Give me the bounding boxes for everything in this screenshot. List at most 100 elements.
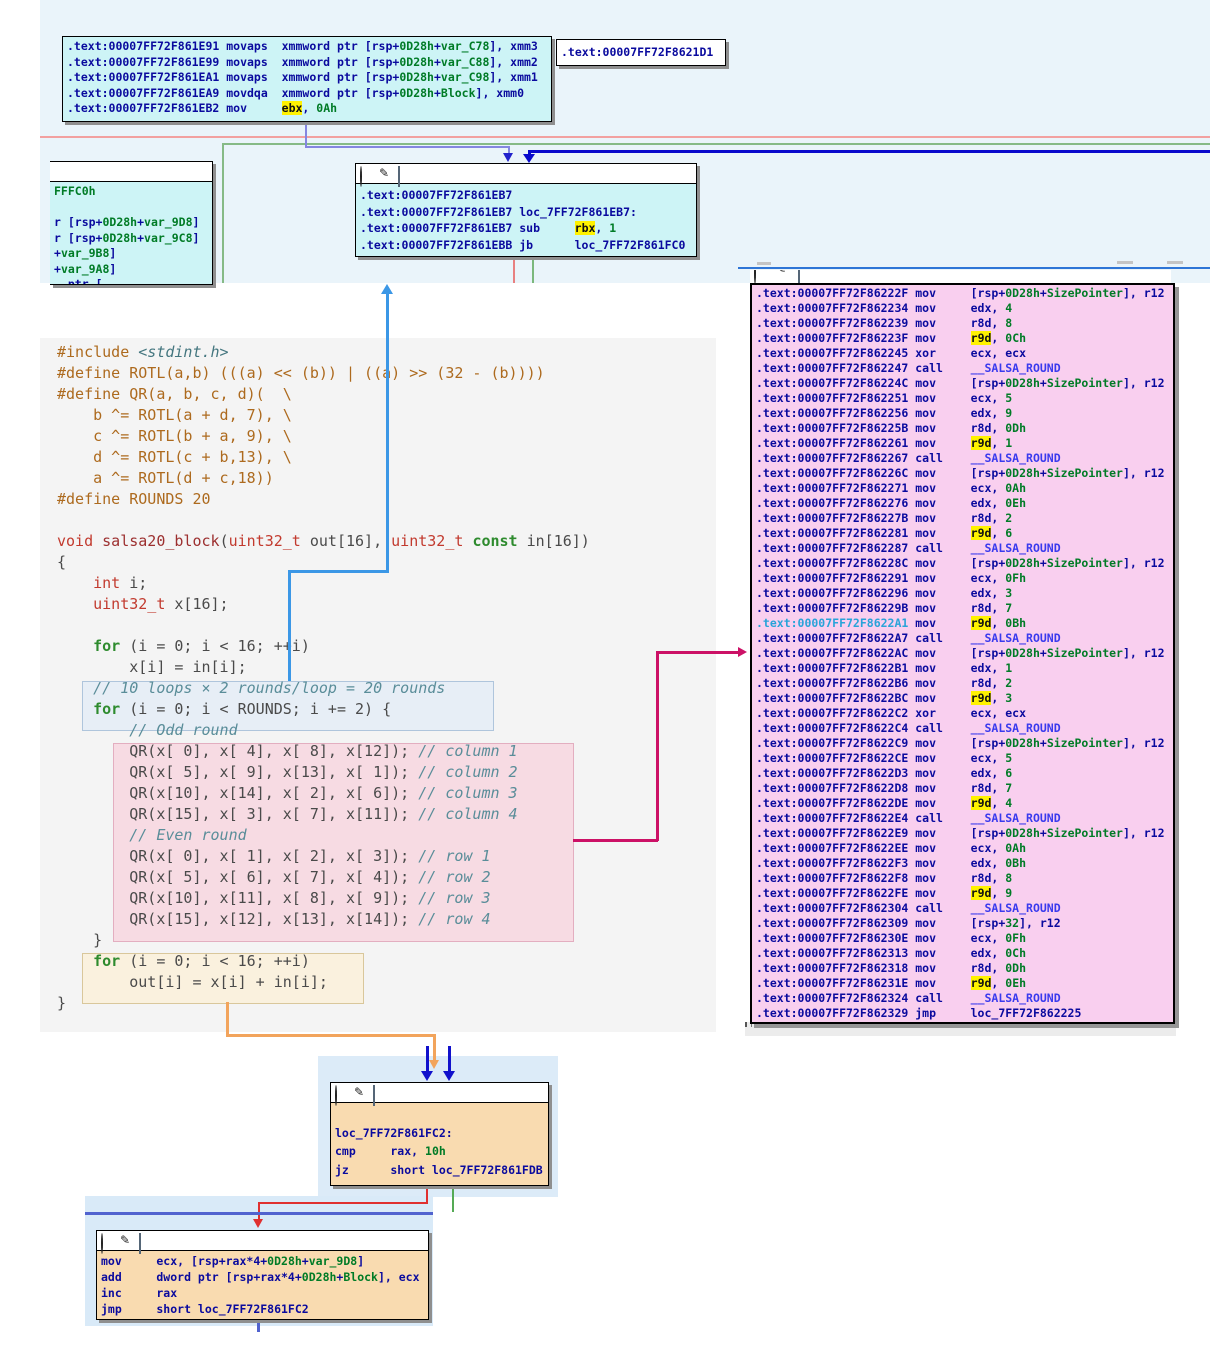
asm-line[interactable]: loc_7FF72F861FC2: — [335, 1125, 453, 1140]
asm-line[interactable]: .text:00007FF72F8622A7 call __SALSA_ROUN… — [756, 631, 1061, 645]
asm-line[interactable]: .text:00007FF72F861EB7 — [360, 188, 513, 202]
asm-line[interactable]: .text:00007FF72F8622B6 mov r8d, 2 — [756, 676, 1013, 690]
asm-line[interactable]: .text:00007FF72F8622FE mov r9d, 9 — [756, 886, 1013, 900]
asm-line[interactable]: .text:00007FF72F862281 mov r9d, 6 — [756, 526, 1013, 540]
asm-line[interactable]: .text:00007FF72F861EB7 loc_7FF72F861EB7: — [360, 204, 637, 219]
color-wheel-icon[interactable] — [360, 166, 374, 187]
asm-line[interactable]: .text:00007FF72F861E91 movaps xmmword pt… — [67, 39, 538, 53]
asm-line[interactable]: .text:00007FF72F8622F8 mov r8d, 8 — [756, 871, 1013, 885]
asm-line[interactable]: .text:00007FF72F8622C4 call __SALSA_ROUN… — [756, 721, 1061, 735]
asm-line[interactable]: .text:00007FF72F86223F mov r9d, 0Ch — [756, 331, 1027, 345]
asm-line[interactable]: .text:00007FF72F862239 mov r8d, 8 — [756, 316, 1013, 330]
asm-line[interactable]: r [rsp+0D28h+var_9D8] — [54, 215, 200, 229]
chart-view-icon[interactable] — [798, 270, 812, 283]
asm-line[interactable]: .text:00007FF72F862296 mov edx, 3 — [756, 586, 1013, 600]
asm-line[interactable]: .text:00007FF72F862261 mov r9d, 1 — [756, 436, 1013, 450]
asm-line[interactable]: inc rax — [101, 1286, 178, 1300]
color-wheel-icon[interactable] — [101, 1233, 115, 1254]
asm-line[interactable]: .text:00007FF72F86231E mov r9d, 0Eh — [756, 976, 1027, 990]
asm-line[interactable]: .text:00007FF72F862245 xor ecx, ecx — [756, 346, 1027, 360]
asm-line[interactable]: .text:00007FF72F8622EE mov ecx, 0Ah — [756, 841, 1027, 855]
node-loop-header[interactable]: ✎ .text:00007FF72F861EB7 .text:00007FF72F… — [355, 163, 697, 257]
asm-line[interactable]: .text:00007FF72F861EA9 movdqa xmmword pt… — [67, 85, 524, 100]
asm-line[interactable]: .text:00007FF72F862271 mov ecx, 0Ah — [756, 481, 1027, 495]
edge-top-green-vertical — [222, 143, 224, 283]
node-top-right-partial[interactable]: .text:00007FF72F8621D1 — [556, 39, 726, 66]
asm-line[interactable]: ptr [ — [54, 277, 103, 285]
asm-line[interactable]: .text:00007FF72F861EB7 sub rbx, 1 — [360, 221, 617, 235]
asm-line[interactable]: .text:00007FF72F8622E9 mov [rsp+0D28h+Si… — [756, 826, 1165, 840]
asm-line[interactable]: .text:00007FF72F862304 call __SALSA_ROUN… — [756, 901, 1061, 915]
asm-line[interactable]: .text:00007FF72F862313 mov edx, 0Ch — [756, 946, 1027, 960]
asm-line[interactable]: FFFC0h — [54, 184, 96, 198]
asm-line[interactable]: .text:00007FF72F86225B mov r8d, 0Dh — [756, 421, 1027, 435]
asm-line[interactable]: .text:00007FF72F862276 mov edx, 0Eh — [756, 496, 1027, 510]
asm-line[interactable]: .text:00007FF72F862287 call __SALSA_ROUN… — [756, 541, 1061, 555]
salsa-node-titlebar-clipped[interactable]: ✎ — [750, 270, 1171, 283]
asm-line[interactable]: +var_9B8] — [54, 246, 117, 260]
asm-line[interactable]: .text:00007FF72F8622AC mov [rsp+0D28h+Si… — [756, 646, 1165, 660]
node-xmm-store[interactable]: .text:00007FF72F861E91 movaps xmmword pt… — [62, 36, 552, 122]
asm-line[interactable]: .text:00007FF72F862267 call __SALSA_ROUN… — [756, 451, 1061, 465]
edit-icon[interactable]: ✎ — [354, 1085, 365, 1099]
asm-line[interactable]: .text:00007FF72F86228C mov [rsp+0D28h+Si… — [756, 556, 1165, 570]
node-left-partial[interactable]: FFFC0h r [rsp+0D28h+var_9D8]r [rsp+0D28h… — [50, 161, 213, 285]
asm-line[interactable]: .text:00007FF72F862318 mov r8d, 0Dh — [756, 961, 1027, 975]
asm-line[interactable]: .text:00007FF72F8622C2 xor ecx, ecx — [756, 706, 1027, 720]
asm-line[interactable]: mov ecx, [rsp+rax*4+0D28h+var_9D8] — [101, 1254, 365, 1268]
asm-line[interactable]: .text:00007FF72F86227B mov r8d, 2 — [756, 511, 1013, 525]
asm-line[interactable]: .text:00007FF72F86222F mov [rsp+0D28h+Si… — [756, 286, 1165, 300]
node-loop-header-titlebar[interactable]: ✎ — [356, 164, 696, 187]
asm-line[interactable]: .text:00007FF72F8622CE mov ecx, 5 — [756, 751, 1013, 765]
color-wheel-icon[interactable] — [335, 1085, 349, 1106]
node-loop-check[interactable]: ✎ loc_7FF72F861FC2:cmp rax, 10h jz short … — [330, 1082, 549, 1186]
asm-line[interactable]: .text:00007FF72F8622C9 mov [rsp+0D28h+Si… — [756, 736, 1165, 750]
edit-icon[interactable]: ✎ — [379, 166, 390, 180]
asm-line[interactable]: .text:00007FF72F86226C mov [rsp+0D28h+Si… — [756, 466, 1165, 480]
asm-line[interactable]: .text:00007FF72F8621D1 — [561, 45, 714, 59]
edit-icon[interactable]: ✎ — [776, 270, 790, 276]
asm-line[interactable]: .text:00007FF72F862329 jmp loc_7FF72F862… — [756, 1006, 1082, 1020]
source-line: QR(x[15], x[ 3], x[ 7], x[11]); // colum… — [57, 805, 518, 823]
node-loop-body[interactable]: ✎ mov ecx, [rsp+rax*4+0D28h+var_9D8]add … — [96, 1230, 429, 1320]
asm-line[interactable] — [335, 1105, 544, 1124]
asm-line[interactable]: +var_9A8] — [54, 261, 117, 276]
color-wheel-icon[interactable] — [754, 270, 768, 283]
asm-line[interactable]: r [rsp+0D28h+var_9C8] — [54, 230, 200, 245]
asm-line[interactable]: .text:00007FF72F861EB2 mov ebx, 0Ah — [67, 101, 338, 115]
chart-view-icon[interactable] — [139, 1233, 153, 1254]
asm-line[interactable] — [54, 200, 208, 216]
asm-line[interactable]: .text:00007FF72F8622E4 call __SALSA_ROUN… — [756, 811, 1061, 825]
asm-line[interactable]: .text:00007FF72F861EA1 movaps xmmword pt… — [67, 70, 538, 84]
asm-line[interactable]: .text:00007FF72F86229B mov r8d, 7 — [756, 601, 1013, 615]
asm-line[interactable]: .text:00007FF72F862251 mov ecx, 5 — [756, 391, 1013, 405]
asm-line[interactable]: .text:00007FF72F86230E mov ecx, 0Fh — [756, 931, 1027, 945]
chart-view-icon[interactable] — [373, 1085, 387, 1106]
node-loop-check-titlebar[interactable]: ✎ — [331, 1083, 548, 1106]
asm-line[interactable]: .text:00007FF72F8622F3 mov edx, 0Bh — [756, 856, 1027, 870]
asm-line[interactable]: .text:00007FF72F8622D8 mov r8d, 7 — [756, 781, 1013, 795]
asm-line[interactable]: .text:00007FF72F861EBB jb loc_7FF72F861F… — [360, 237, 686, 252]
asm-line[interactable]: .text:00007FF72F86224C mov [rsp+0D28h+Si… — [756, 376, 1165, 390]
asm-line[interactable]: .text:00007FF72F862234 mov edx, 4 — [756, 301, 1013, 315]
asm-line[interactable]: cmp rax, 10h — [335, 1144, 446, 1158]
edit-icon[interactable]: ✎ — [120, 1233, 131, 1247]
asm-line[interactable]: jmp short loc_7FF72F861FC2 — [101, 1302, 309, 1316]
asm-line[interactable]: .text:00007FF72F8622D3 mov edx, 6 — [756, 766, 1013, 780]
asm-line[interactable]: .text:00007FF72F862291 mov ecx, 0Fh — [756, 571, 1027, 585]
asm-line[interactable]: jz short loc_7FF72F861FDB — [335, 1162, 543, 1177]
asm-line[interactable]: .text:00007FF72F862324 call __SALSA_ROUN… — [756, 991, 1061, 1005]
node-loop-body-titlebar[interactable]: ✎ — [97, 1231, 428, 1254]
asm-line[interactable]: .text:00007FF72F8622A1 mov r9d, 0Bh — [756, 616, 1027, 630]
asm-line[interactable]: .text:00007FF72F861E99 movaps xmmword pt… — [67, 54, 538, 69]
asm-line[interactable]: .text:00007FF72F8622BC mov r9d, 3 — [756, 691, 1013, 705]
asm-line[interactable]: .text:00007FF72F862256 mov edx, 9 — [756, 406, 1013, 420]
asm-line[interactable]: .text:00007FF72F8622DE mov r9d, 4 — [756, 796, 1013, 810]
asm-line[interactable]: add dword ptr [rsp+rax*4+0D28h+Block], e… — [101, 1270, 420, 1284]
chart-view-icon[interactable] — [398, 166, 412, 187]
node-salsa-rounds[interactable]: .text:00007FF72F86222F mov [rsp+0D28h+Si… — [750, 283, 1175, 1024]
asm-line[interactable]: .text:00007FF72F8622B1 mov edx, 1 — [756, 661, 1013, 675]
edge-output-h — [226, 1034, 436, 1037]
asm-line[interactable]: .text:00007FF72F862309 mov [rsp+32], r12 — [756, 916, 1061, 930]
asm-line[interactable]: .text:00007FF72F862247 call __SALSA_ROUN… — [756, 361, 1061, 375]
